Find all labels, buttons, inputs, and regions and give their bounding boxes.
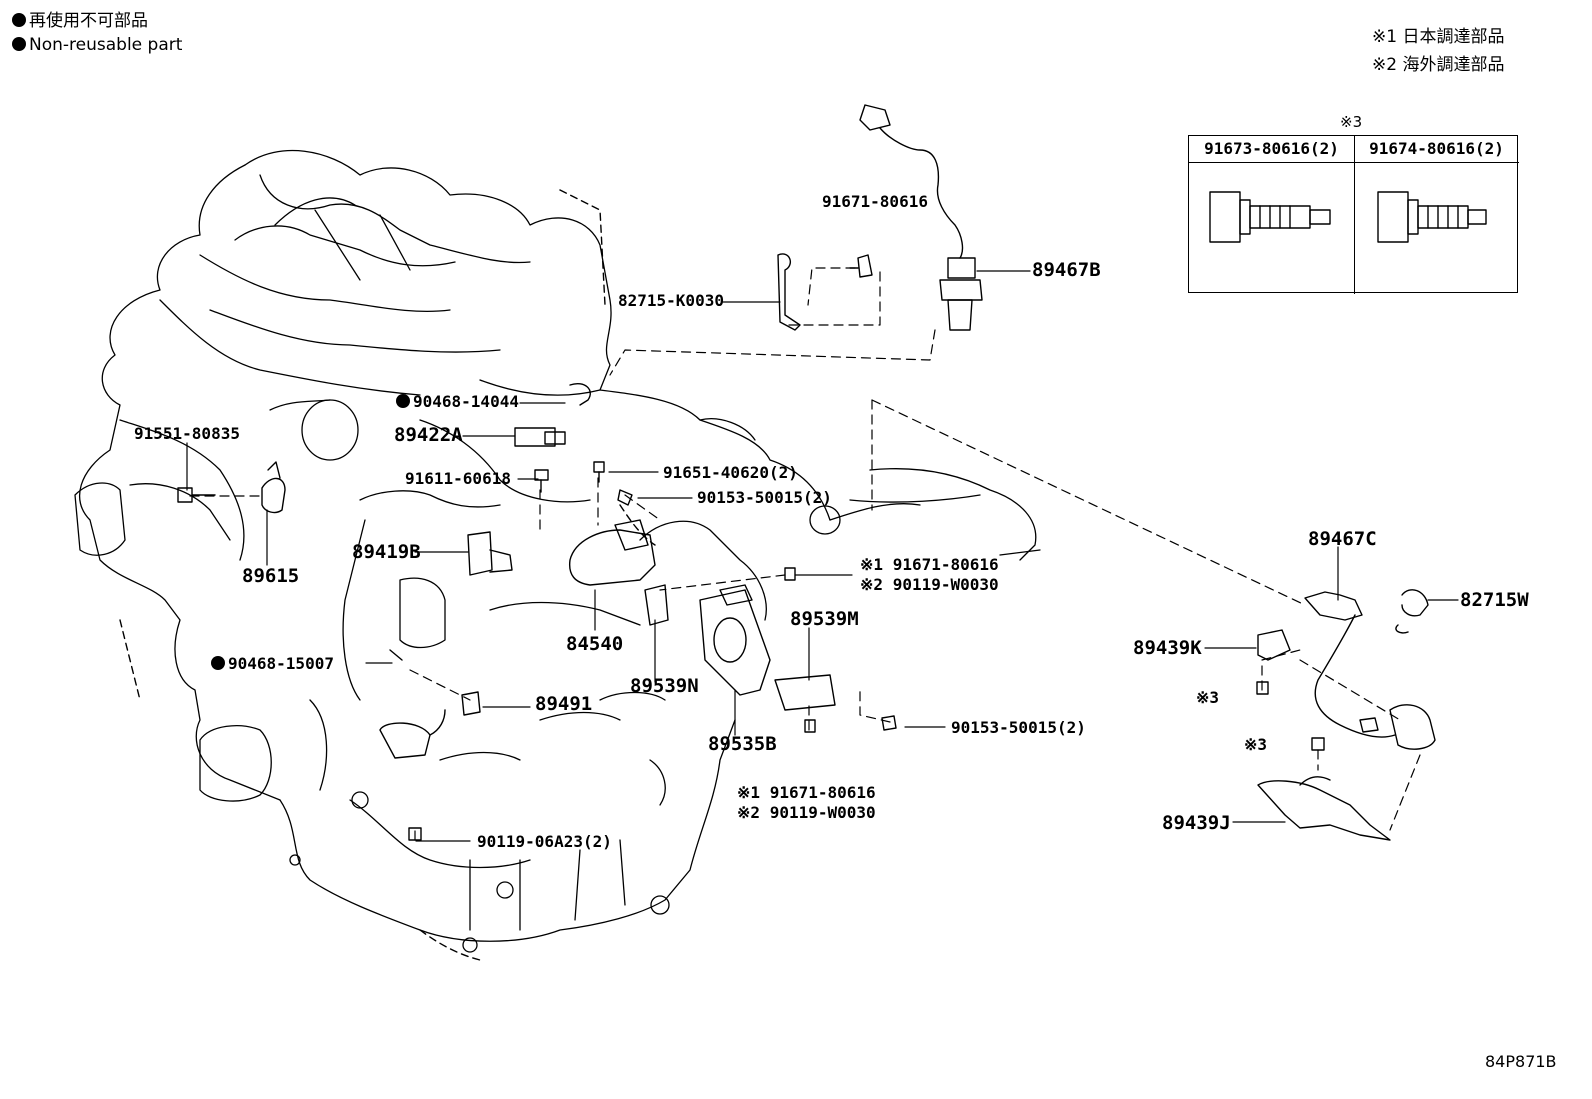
part-label-91651-40620[interactable]: 91651-40620(2): [663, 463, 798, 482]
sensor-89491: [379, 649, 481, 759]
note1-upper-mark: ※1: [860, 555, 884, 574]
part-label-89422a[interactable]: 89422A: [394, 424, 463, 446]
table-divider: [1354, 162, 1355, 294]
table-col2-header: 91674-80616(2): [1354, 136, 1519, 163]
part-label-90153-upper[interactable]: 90153-50015(2): [697, 488, 832, 507]
sensor-89419b: [467, 531, 513, 576]
diagram-code: 84P871B: [1485, 1052, 1557, 1071]
part-label-note1-lower[interactable]: ※1 91671-80616: [737, 784, 876, 802]
part-label-89467b[interactable]: 89467B: [1032, 259, 1101, 281]
part-label-89467c[interactable]: 89467C: [1308, 528, 1377, 550]
part-label-90119-06a23[interactable]: 90119-06A23(2): [477, 832, 612, 851]
table-mark: ※3: [1340, 113, 1363, 131]
table-bolt-91673: [1209, 191, 1331, 243]
hidden-edges: [119, 189, 656, 961]
mark-3-b: ※3: [1244, 735, 1268, 754]
legend-en: Non-reusable part: [12, 36, 182, 54]
part-label-90468-14044-text: 90468-14044: [413, 392, 519, 411]
heat-shield-89439j: [1257, 776, 1391, 841]
part-label-note2-lower[interactable]: ※2 90119-W0030: [737, 804, 876, 822]
table-bolt-91674: [1377, 191, 1487, 243]
part-label-89439j[interactable]: 89439J: [1162, 812, 1231, 834]
part-label-84540[interactable]: 84540: [566, 633, 624, 655]
dashed-connections: [189, 267, 1421, 841]
part-label-82715w[interactable]: 82715W: [1460, 589, 1529, 611]
leader-lines: [186, 270, 1459, 842]
note1-lower-mark: ※1: [737, 783, 761, 802]
clip-82715w: [1395, 589, 1429, 634]
bolt-91671-top: [849, 254, 873, 278]
non-reusable-dot-icon: [12, 37, 26, 51]
mark-3-a: ※3: [1196, 688, 1220, 707]
knock-sensor-89615: [177, 461, 286, 514]
part-label-90468-15007-text: 90468-15007: [228, 654, 334, 673]
table-col1-header: 91673-80616(2): [1189, 136, 1355, 163]
oxygen-sensor-89467c: [1304, 591, 1436, 750]
bracket-82715-k0030: [777, 253, 801, 331]
legend-en-text: Non-reusable part: [29, 35, 183, 55]
note-1: ※1 日本調達部品: [1372, 27, 1505, 47]
non-reusable-dot-icon: [211, 656, 225, 670]
part-label-90153-lower[interactable]: 90153-50015(2): [951, 718, 1086, 737]
oxygen-sensor-89467b: [859, 104, 983, 331]
part-label-note2-upper[interactable]: ※2 90119-W0030: [860, 576, 999, 594]
non-reusable-dot-icon: [12, 13, 26, 27]
part-label-90468-15007[interactable]: 90468-15007: [211, 655, 334, 673]
note2-upper-part: 90119-W0030: [892, 575, 999, 594]
engine-drawing: [74, 149, 1041, 953]
ecu-89535b: [699, 584, 771, 696]
part-label-89539n[interactable]: 89539N: [630, 675, 699, 697]
neutral-switch-84540: [568, 519, 656, 586]
bolt-table: 91673-80616(2) 91674-80616(2): [1188, 135, 1519, 294]
note1-upper-part: 91671-80616: [892, 555, 999, 574]
part-label-89491[interactable]: 89491: [535, 693, 593, 715]
bracket-89539: [644, 584, 836, 711]
note-2: ※2 海外調達部品: [1372, 55, 1505, 75]
note2-lower-mark: ※2: [737, 803, 761, 822]
part-label-89439k[interactable]: 89439K: [1133, 637, 1202, 659]
part-label-89615[interactable]: 89615: [242, 565, 300, 587]
legend-jp: 再使用不可部品: [12, 12, 148, 30]
part-label-89539m[interactable]: 89539M: [790, 608, 859, 630]
part-label-82715-k0030[interactable]: 82715-K0030: [618, 291, 724, 310]
legend-jp-text: 再使用不可部品: [29, 11, 148, 31]
part-label-91671-top[interactable]: 91671-80616: [822, 192, 928, 211]
sensor-89422a: [514, 383, 591, 447]
part-label-note1-upper[interactable]: ※1 91671-80616: [860, 556, 999, 574]
note2-lower-part: 90119-W0030: [769, 803, 876, 822]
bracket-89439k: [1257, 629, 1291, 661]
non-reusable-dot-icon: [396, 394, 410, 408]
small-bolts: [408, 461, 1325, 841]
note1-lower-part: 91671-80616: [769, 783, 876, 802]
part-label-91551-80835[interactable]: 91551-80835: [134, 424, 240, 443]
part-label-89535b[interactable]: 89535B: [708, 733, 777, 755]
part-label-90468-14044[interactable]: 90468-14044: [396, 393, 519, 411]
note2-upper-mark: ※2: [860, 575, 884, 594]
part-label-91611-60618[interactable]: 91611-60618: [405, 469, 511, 488]
part-label-89419b[interactable]: 89419B: [352, 541, 421, 563]
